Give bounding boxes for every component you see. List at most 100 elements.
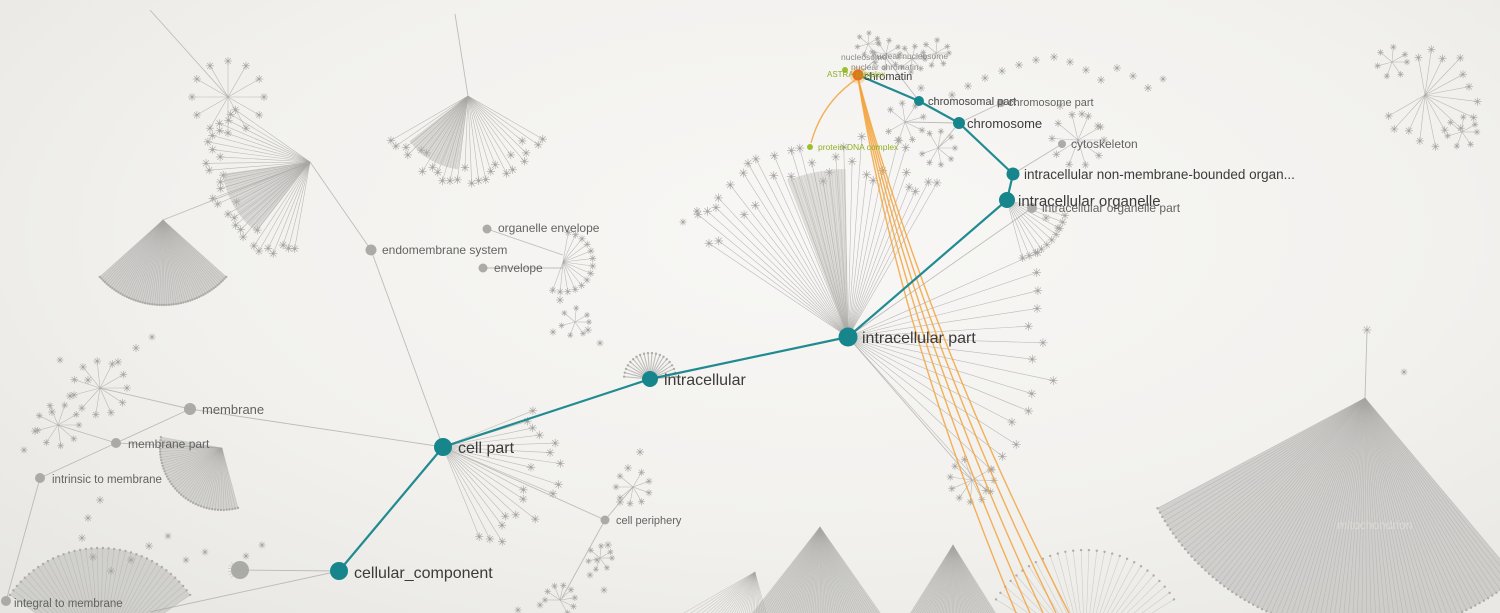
leaf-node-glyph[interactable] [917, 84, 925, 92]
leaf-node-glyph[interactable] [255, 111, 264, 119]
leaf-node-glyph[interactable] [219, 171, 228, 180]
collapsed-subtree-cluster[interactable] [158, 436, 240, 512]
leaf-node-glyph[interactable] [564, 288, 572, 296]
leaf-node-glyph[interactable] [831, 152, 841, 162]
leaf-node-glyph[interactable] [545, 448, 555, 457]
term-node[interactable] [184, 403, 196, 415]
leaf-node-glyph[interactable] [937, 161, 945, 168]
leaf-node-glyph[interactable] [918, 150, 926, 157]
leaf-node-glyph[interactable] [609, 555, 615, 561]
term-label-astra-complex[interactable]: ASTRA complex [827, 70, 885, 79]
leaf-node-glyph[interactable] [948, 485, 956, 493]
leaf-node-glyph[interactable] [1027, 389, 1037, 399]
leaf-node-glyph[interactable] [556, 459, 565, 468]
leaf-node-glyph[interactable] [486, 167, 495, 176]
collapsed-subtree-cluster[interactable] [946, 455, 998, 506]
leaf-node-glyph[interactable] [1032, 304, 1042, 313]
leaf-node-glyph[interactable] [208, 131, 217, 140]
node-label-chromosomal-part[interactable]: chromosomal part [928, 96, 1016, 108]
leaf-node-glyph[interactable] [1403, 58, 1411, 66]
collapsed-subtree-cluster[interactable] [693, 132, 942, 338]
leaf-node-glyph[interactable] [205, 166, 214, 175]
leaf-node-glyph[interactable] [417, 146, 426, 155]
leaf-node-glyph[interactable] [485, 534, 495, 544]
node-chromatin[interactable] [852, 69, 864, 81]
leaf-node-glyph[interactable] [501, 512, 510, 521]
leaf-node-glyph[interactable] [208, 194, 217, 203]
term-label-chromosomal-part[interactable]: chromosomal part [928, 96, 1016, 108]
leaf-node-glyph[interactable] [571, 285, 579, 293]
leaf-node-glyph[interactable] [502, 169, 511, 178]
term-node[interactable] [1058, 140, 1066, 148]
leaf-node-glyph[interactable] [1027, 354, 1037, 364]
leaf-node-glyph[interactable] [567, 332, 574, 339]
leaf-node-glyph[interactable] [714, 193, 723, 203]
term-node[interactable] [111, 438, 121, 448]
leaf-node-glyph[interactable] [998, 67, 1006, 75]
leaf-node-glyph[interactable] [854, 44, 861, 50]
leaf-node-glyph[interactable] [607, 549, 614, 555]
collapsed-subtree-cluster[interactable] [541, 582, 578, 613]
leaf-node-glyph[interactable] [951, 144, 959, 152]
leaf-node-glyph[interactable] [786, 172, 796, 181]
leaf-node-glyph[interactable] [920, 49, 927, 56]
collapsed-subtree-cluster[interactable] [1384, 45, 1482, 151]
leaf-node-glyph[interactable] [585, 558, 592, 565]
leaf-node-glyph[interactable] [743, 158, 753, 168]
leaf-node-glyph[interactable] [238, 232, 248, 242]
leaf-node-glyph[interactable] [928, 62, 935, 69]
leaf-node-glyph[interactable] [511, 510, 520, 519]
leaf-node-glyph[interactable] [544, 588, 551, 595]
term-node[interactable] [35, 473, 45, 483]
leaf-node-glyph[interactable] [1144, 84, 1152, 92]
leaf-node-glyph[interactable] [84, 514, 92, 522]
leaf-node-glyph[interactable] [491, 160, 500, 169]
leaf-node-glyph[interactable] [645, 489, 653, 497]
leaf-node-glyph[interactable] [901, 45, 908, 52]
leaf-node-glyph[interactable] [1054, 224, 1062, 232]
leaf-node-glyph[interactable] [885, 128, 892, 135]
collapsed-subtree-cluster[interactable] [201, 105, 311, 258]
node-label-cell-part[interactable]: cell part [458, 440, 515, 457]
leaf-node-glyph[interactable] [93, 357, 101, 365]
leaf-node-glyph[interactable] [284, 244, 293, 253]
leaf-node-glyph[interactable] [263, 244, 273, 253]
node-label-chromatin[interactable]: chromatin [864, 71, 912, 83]
leaf-node-glyph[interactable] [66, 392, 74, 400]
leaf-node-glyph[interactable] [1453, 142, 1461, 150]
leaf-node-glyph[interactable] [403, 150, 412, 160]
leaf-node-glyph[interactable] [536, 601, 544, 609]
leaf-node-glyph[interactable] [862, 170, 871, 180]
leaf-node-glyph[interactable] [904, 182, 914, 192]
leaf-node-glyph[interactable] [839, 142, 849, 152]
leaf-node-glyph[interactable] [70, 435, 78, 443]
leaf-node-glyph[interactable] [206, 124, 214, 133]
leaf-node-glyph[interactable] [453, 175, 462, 184]
leaf-node-glyph[interactable] [201, 159, 211, 168]
leaf-node-glyph[interactable] [882, 65, 888, 71]
leaf-node-glyph[interactable] [571, 231, 580, 239]
term-label-envelope[interactable]: envelope [494, 261, 543, 275]
node-intracellular-non-membrane-bounded-organ[interactable] [1006, 167, 1020, 181]
leaf-node-glyph[interactable] [1414, 53, 1423, 62]
leaf-node-glyph[interactable] [898, 99, 906, 107]
leaf-node-glyph[interactable] [1465, 82, 1473, 91]
node-cell-part[interactable] [434, 438, 452, 456]
leaf-node-glyph[interactable] [224, 129, 232, 137]
leaf-node-glyph[interactable] [213, 199, 222, 209]
leaf-node-glyph[interactable] [560, 582, 567, 589]
term-node[interactable] [1, 596, 11, 606]
leaf-node-glyph[interactable] [679, 218, 687, 226]
leaf-node-glyph[interactable] [847, 157, 857, 166]
leaf-node-glyph[interactable] [573, 305, 580, 312]
leaf-node-glyph[interactable] [786, 146, 796, 155]
node-label-intracellular-part[interactable]: intracellular part [862, 330, 976, 347]
leaf-node-glyph[interactable] [1404, 126, 1413, 135]
leaf-node-glyph[interactable] [818, 176, 828, 186]
leaf-node-glyph[interactable] [1031, 248, 1040, 257]
leaf-node-glyph[interactable] [892, 61, 899, 68]
leaf-node-glyph[interactable] [917, 65, 924, 72]
leaf-node-glyph[interactable] [56, 356, 64, 364]
leaf-node-glyph[interactable] [1066, 58, 1074, 66]
leaf-node-glyph[interactable] [626, 500, 634, 508]
